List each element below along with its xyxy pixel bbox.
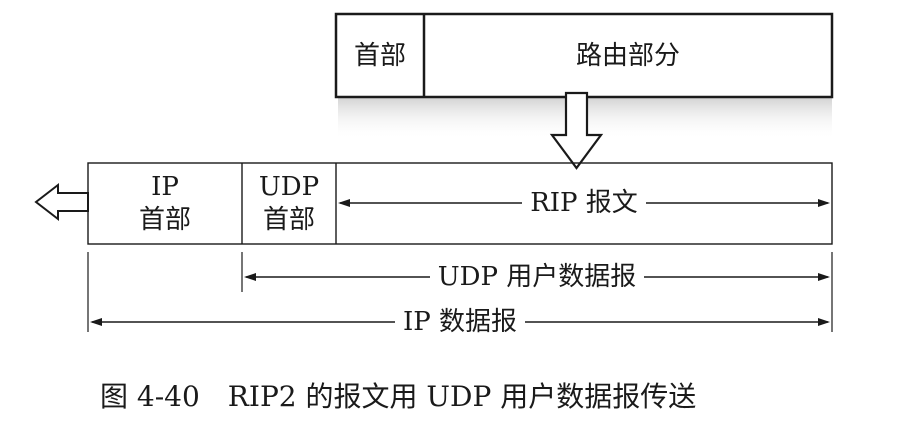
ip-header-label-line1: IP [151,172,179,202]
ip-header-label-line2: 首部 [138,205,191,235]
rip-span-arrowhead-right [818,199,830,207]
udp-span-label-wrap: UDP 用户数据报 [242,262,832,292]
udp-header-label-line2: 首部 [262,205,315,235]
routing-part-label: 路由部分 [575,41,680,71]
rip-span-label: RIP 报文 [522,188,646,218]
rip-span-arrowhead-left [338,199,350,207]
udp-span-arrowhead-right [818,273,830,281]
rip-span-label-wrap: RIP 报文 [336,188,832,218]
rip-message-box [334,12,834,99]
down-arrow-icon [549,91,604,170]
udp-span-label: UDP 用户数据报 [429,262,645,292]
left-arrow-icon [34,182,89,222]
ip-span-arrowhead-right [818,318,830,326]
ip-span-label-wrap: IP 数据报 [88,307,832,337]
figure-caption: 图 4-40 RIP2 的报文用 UDP 用户数据报传送 [100,380,697,413]
udp-span-arrowhead-left [244,273,256,281]
rip-header-label: 首部 [353,41,406,71]
ip-span-label: IP 数据报 [394,307,526,337]
udp-header-label-line1: UDP [258,172,320,202]
ip-span-arrowhead-left [90,318,102,326]
